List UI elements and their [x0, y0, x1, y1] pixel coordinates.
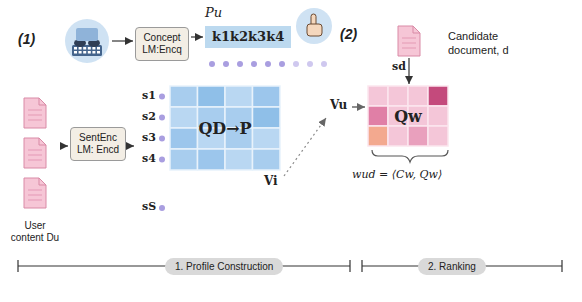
matrix-cell — [198, 149, 226, 170]
matrix-cell — [198, 86, 226, 107]
matrix-cell — [408, 86, 428, 106]
connector-arrow — [408, 58, 409, 84]
encoder-box: Concept LM:Encq — [135, 27, 189, 61]
phase-pill: 2. Ranking — [418, 258, 486, 275]
phase-pill: 1. Profile Construction — [165, 258, 283, 275]
user-icon: (1) — [64, 18, 110, 64]
node-text: User content Du — [10, 220, 60, 244]
matrix-cell — [368, 86, 388, 106]
math-label: sS — [142, 200, 156, 213]
math-label: Vi — [264, 174, 278, 188]
connector-arrow — [112, 40, 133, 41]
matrix-cell — [428, 126, 448, 146]
math-label: s3 — [142, 131, 156, 144]
page-icon — [24, 178, 46, 208]
vector-arrow — [352, 106, 365, 107]
connector-arrow — [128, 145, 134, 146]
matrix-cell — [428, 86, 448, 106]
node-text: SentEnc LM: Encd — [75, 132, 121, 156]
matrix-cell — [225, 149, 253, 170]
matrix: Qw — [368, 86, 448, 146]
node-text: Concept LM:Encq — [140, 32, 184, 56]
document-icon-shape — [398, 26, 420, 56]
page-icon — [398, 26, 420, 56]
matrix-cell — [253, 86, 281, 107]
matrix-cell — [253, 128, 281, 149]
user-icon-shape — [64, 18, 110, 64]
matrix-cell — [388, 86, 408, 106]
encoder-box: SentEnc LM: Encd — [70, 127, 126, 161]
document-icon: Candidate document, d — [398, 26, 420, 56]
node-text: 1. Profile Construction — [175, 259, 273, 274]
matrix-cell — [170, 86, 198, 107]
math-label: sd — [392, 60, 406, 73]
connector-arrow — [191, 36, 203, 37]
matrix-cell — [368, 126, 388, 146]
matrix-cell — [388, 126, 408, 146]
underbrace — [372, 150, 448, 162]
math-label: s1 — [142, 89, 156, 102]
hand-icon-shape — [296, 8, 332, 44]
math-label: s4 — [142, 152, 156, 165]
matrix-cell — [170, 128, 198, 149]
profile-vector: Puk1k2k3k4 — [205, 26, 291, 48]
matrix: QD→P — [136, 86, 280, 170]
node-text: Qw — [368, 86, 448, 146]
matrix-cell — [253, 149, 281, 170]
hand-icon: (2) — [296, 8, 332, 44]
matrix-cell — [225, 86, 253, 107]
math-label: Vu — [330, 98, 347, 112]
node-text: k1k2k3k4 — [212, 29, 284, 45]
node-text: (2) — [340, 26, 357, 42]
page-icon — [24, 138, 46, 168]
node-text: Pu — [205, 5, 222, 20]
matrix-cell — [408, 126, 428, 146]
node-text: 2. Ranking — [428, 259, 476, 274]
sentence-dots — [159, 94, 165, 212]
node-text: QD→P — [170, 86, 280, 170]
page-icon — [24, 98, 46, 128]
matrix-cell — [170, 107, 198, 128]
math-label: wud = ⟨Cw, Qw⟩ — [352, 168, 442, 181]
matrix-cell — [170, 149, 198, 170]
node-text: (1) — [18, 31, 35, 47]
dotted-arrow — [284, 118, 326, 176]
document-stack: User content Du — [10, 96, 60, 264]
matrix-cell — [428, 106, 448, 126]
matrix-cell — [368, 106, 388, 126]
concept-dots — [209, 61, 327, 67]
connector-arrow — [62, 145, 68, 146]
matrix-cell — [253, 107, 281, 128]
node-text: Candidate document, d — [448, 30, 532, 58]
math-label: s2 — [142, 110, 156, 123]
